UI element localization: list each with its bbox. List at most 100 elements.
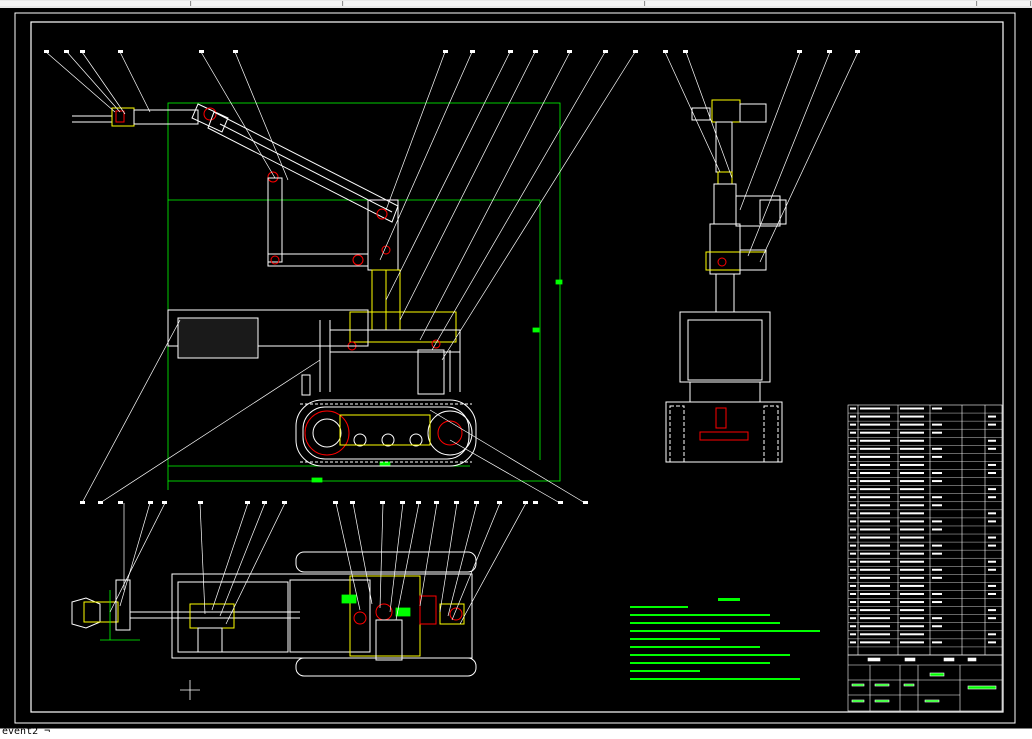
parts-cell-text [988, 496, 996, 499]
parts-cell-text [850, 584, 856, 587]
front-view [72, 102, 563, 490]
side-leaders [664, 51, 859, 263]
parts-cell-text [988, 544, 996, 547]
parts-cell-text [900, 439, 924, 442]
parts-cell-text [860, 625, 890, 628]
parts-cell-text [900, 496, 924, 499]
front-leaders [45, 51, 636, 504]
parts-cell-text [850, 560, 856, 563]
parts-cell-text [900, 625, 924, 628]
parts-cell-text [850, 480, 856, 483]
toolbar-segment[interactable] [978, 1, 1031, 6]
parts-cell-text [860, 480, 890, 483]
parts-cell-text [860, 568, 890, 571]
parts-cell-text [932, 617, 942, 620]
parts-cell-text [932, 552, 942, 555]
command-line-text[interactable]: event2 ¬ [2, 726, 51, 737]
parts-cell-text [850, 431, 856, 434]
parts-cell-text [850, 496, 856, 499]
parts-cell-text [932, 592, 942, 595]
parts-cell-text [850, 463, 856, 466]
parts-cell-text [860, 552, 890, 555]
parts-cell-text [860, 455, 890, 458]
parts-cell-text [900, 472, 924, 475]
parts-cell-text [988, 584, 996, 587]
parts-cell-text [850, 617, 856, 620]
toolbar-segment[interactable] [646, 1, 977, 6]
parts-list-table [847, 404, 1003, 656]
parts-cell-text [850, 552, 856, 555]
parts-cell-text [860, 439, 890, 442]
parts-cell-text [860, 463, 890, 466]
parts-cell-text [932, 576, 942, 579]
command-status-bar: event2 ¬ [0, 726, 1032, 739]
parts-cell-text [850, 455, 856, 458]
outer-border [14, 12, 1016, 724]
title-block [847, 654, 1003, 712]
parts-cell-text [988, 560, 996, 563]
parts-cell-text [850, 472, 856, 475]
parts-cell-text [932, 431, 942, 434]
parts-cell-text [860, 576, 890, 579]
parts-cell-text [988, 536, 996, 539]
parts-cell-text [900, 431, 924, 434]
parts-cell-text [900, 423, 924, 426]
parts-cell-text [900, 480, 924, 483]
parts-cell-text [850, 504, 856, 507]
parts-cell-text [900, 536, 924, 539]
parts-cell-text [900, 633, 924, 636]
parts-cell-text [860, 496, 890, 499]
parts-cell-text [988, 641, 996, 644]
parts-cell-text [900, 455, 924, 458]
parts-cell-text [860, 472, 890, 475]
parts-cell-text [900, 512, 924, 515]
parts-cell-text [988, 568, 996, 571]
parts-cell-text [860, 609, 890, 612]
parts-cell-text [988, 617, 996, 620]
parts-cell-text [932, 472, 942, 475]
parts-cell-text [932, 496, 942, 499]
parts-cell-text [988, 415, 996, 418]
dimension-lines [167, 102, 563, 490]
parts-cell-text [900, 584, 924, 587]
parts-cell-text [900, 544, 924, 547]
parts-cell-text [988, 592, 996, 595]
parts-cell-text [932, 480, 942, 483]
parts-cell-text [900, 576, 924, 579]
parts-cell-text [860, 447, 890, 450]
parts-cell-text [850, 601, 856, 604]
parts-cell-text [850, 423, 856, 426]
parts-cell-text [860, 584, 890, 587]
parts-cell-text [860, 641, 890, 644]
parts-cell-text [988, 512, 996, 515]
top-view [71, 551, 477, 677]
parts-cell-text [988, 463, 996, 466]
part-balloons [44, 50, 860, 504]
inner-border [30, 21, 1004, 713]
parts-cell-text [850, 536, 856, 539]
toolbar-segment[interactable] [0, 1, 191, 6]
parts-cell-text [850, 520, 856, 523]
top-dimension-lines [100, 590, 411, 641]
parts-cell-text [988, 447, 996, 450]
technical-notes [630, 598, 820, 680]
parts-cell-text [860, 560, 890, 563]
parts-cell-text [932, 641, 942, 644]
parts-cell-text [988, 472, 996, 475]
drawing-canvas[interactable] [0, 8, 1032, 728]
parts-cell-text [900, 447, 924, 450]
parts-cell-text [900, 568, 924, 571]
parts-cell-text [850, 415, 856, 418]
parts-cell-text [860, 512, 890, 515]
parts-cell-text [932, 601, 942, 604]
parts-cell-text [900, 463, 924, 466]
side-view [665, 99, 787, 463]
toolbar-segment[interactable] [192, 1, 343, 6]
parts-list-rows [848, 407, 1002, 648]
parts-cell-text [850, 512, 856, 515]
parts-cell-text [850, 439, 856, 442]
parts-cell-text [932, 455, 942, 458]
parts-cell-text [900, 601, 924, 604]
toolbar-segment[interactable] [344, 1, 645, 6]
parts-cell-text [860, 601, 890, 604]
